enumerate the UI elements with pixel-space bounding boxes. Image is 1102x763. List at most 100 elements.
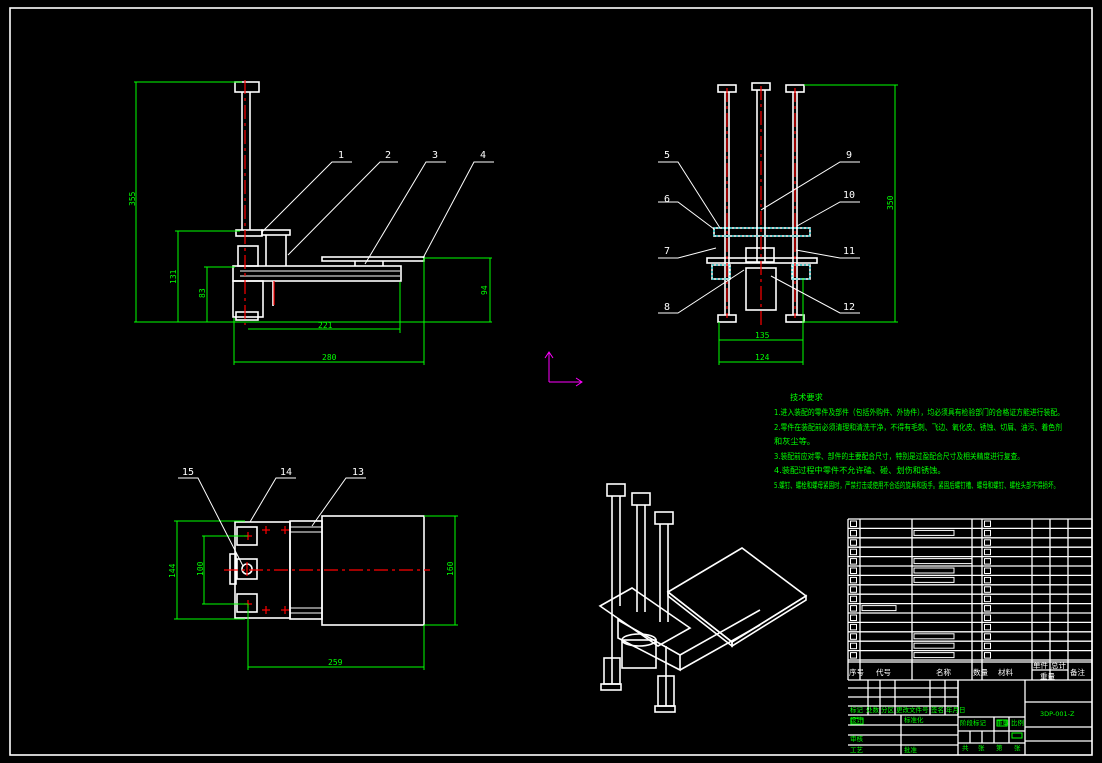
bom-table-grid <box>847 518 1093 755</box>
tech-req-title: 技术要求 <box>790 392 823 402</box>
bom-header-unit: 单件 <box>1033 660 1049 670</box>
isometric-view <box>598 483 808 713</box>
bom-row-checkbox <box>984 595 991 603</box>
bom-row-checkbox <box>984 548 991 556</box>
bom-row-checkbox <box>850 605 857 612</box>
bom-row-checkbox <box>850 529 857 537</box>
dim-overall-length: 280 <box>322 353 337 362</box>
side-dimensions: 350 135 124 <box>718 84 898 365</box>
tech-req-line-4: 3.装配前应对零、部件的主要配合尺寸，特别是过盈配合尺寸及相关精度进行复查。 <box>774 451 1024 461</box>
bom-row-checkbox <box>850 520 857 527</box>
dim-top-length: 259 <box>328 658 343 667</box>
title-block: 序号 代号 名称 数量 材料 单件 总计 重量 备注 标记 处数 分区 更改文件… <box>847 518 1093 755</box>
bom-row-checkbox <box>850 548 857 556</box>
part-label-11: 11 <box>843 246 855 257</box>
bom-row-checkbox <box>984 605 991 612</box>
bom-row-checkbox <box>984 633 991 640</box>
revision-block: 标记 处数 分区 更改文件号 签名 年月日 设计 标准化 审核 工艺 批准 阶段… <box>850 705 1075 754</box>
technical-requirements: 技术要求 1.进入装配的零件及部件（包括外购件、外协件），均必须具有检验部门的合… <box>774 392 1064 490</box>
dim-height-low: 83 <box>198 288 207 298</box>
weight-label: 重量 <box>996 719 1010 727</box>
dim-top-width-inner: 100 <box>196 561 205 576</box>
tech-req-line-2: 2.零件在装配前必须清理和清洗干净，不得有毛刺、飞边、氧化皮、锈蚀、切屑、油污、… <box>774 422 1062 432</box>
rev-zone: 分区 <box>881 705 895 714</box>
bom-row-checkbox <box>850 558 857 565</box>
bom-row-checkbox <box>984 586 991 593</box>
part-label-1: 1 <box>338 150 344 161</box>
bom-row-checkbox <box>984 642 991 650</box>
bom-header-no: 序号 <box>849 667 864 677</box>
bom-row-field <box>861 605 897 612</box>
bom-row-checkbox <box>850 539 857 546</box>
drawing-border <box>9 7 1093 756</box>
part-label-7: 7 <box>664 246 670 257</box>
tech-req-line-6: 5.螺钉、螺栓和螺母紧固时，严禁打击或使用不合适的旋具和扳手。紧固后螺钉槽、螺母… <box>774 480 1059 490</box>
top-view: 144 100 160 259 15 14 13 <box>168 467 458 670</box>
dim-side-width-lower: 124 <box>755 353 770 362</box>
rev-sign: 签名 <box>931 705 944 714</box>
side-view: 350 135 124 5 6 7 8 9 10 11 12 <box>658 82 898 365</box>
bom-row-checkbox <box>984 539 991 546</box>
part-label-5: 5 <box>664 150 670 161</box>
sheet-total-prefix: 共 <box>962 743 969 752</box>
scale-label: 比例 <box>1011 718 1024 727</box>
dim-height-mid: 131 <box>169 269 178 284</box>
rev-count: 处数 <box>866 705 880 714</box>
bom-row-checkbox <box>984 614 991 621</box>
sheet-no-prefix: 第 <box>996 743 1003 752</box>
side-geometry <box>706 82 818 325</box>
bom-row-checkbox <box>984 652 991 659</box>
part-label-14: 14 <box>280 467 292 478</box>
tech-req-line-1: 1.进入装配的零件及部件（包括外购件、外协件），均必须具有检验部门的合格证方能进… <box>774 407 1064 417</box>
part-label-8: 8 <box>664 302 670 313</box>
bom-row-checkbox <box>850 642 857 650</box>
sheet-total-suffix: 张 <box>978 743 985 752</box>
part-label-6: 6 <box>664 194 670 205</box>
bom-header-row: 序号 代号 名称 数量 材料 单件 总计 重量 备注 <box>849 660 1086 681</box>
bom-row-field <box>913 633 955 640</box>
part-label-3: 3 <box>432 150 438 161</box>
bom-header-material: 材料 <box>998 667 1013 677</box>
bom-header-remark: 备注 <box>1070 667 1086 677</box>
rev-doc: 更改文件号 <box>896 705 929 714</box>
bom-row-field <box>913 576 955 583</box>
tech-req-line-5: 4.装配过程中零件不允许磕、碰、划伤和锈蚀。 <box>774 465 946 475</box>
bom-row-field <box>913 652 955 659</box>
side-part-leaders: 5 6 7 8 9 10 11 12 <box>658 150 860 314</box>
bom-row-field <box>913 642 955 649</box>
bom-row-checkbox <box>984 558 991 565</box>
bom-row-checkbox <box>850 567 857 574</box>
drawing-number: 3DP-001-Z <box>1040 710 1075 718</box>
part-label-4: 4 <box>480 150 486 161</box>
review-label: 审核 <box>850 734 864 743</box>
bom-row-field <box>913 529 955 536</box>
bom-row-checkbox <box>984 567 991 574</box>
bom-row-checkbox <box>850 623 857 631</box>
part-label-15: 15 <box>182 467 194 478</box>
dim-total-height: 355 <box>128 191 137 206</box>
bom-row-field <box>913 567 955 574</box>
part-label-12: 12 <box>843 302 855 313</box>
stage-label: 阶段标记 <box>960 718 987 727</box>
approve-label: 批准 <box>904 745 918 754</box>
front-view: 355 131 83 221 280 94 1 2 3 4 <box>128 80 494 365</box>
front-geometry <box>232 80 425 325</box>
rev-mark: 标记 <box>850 705 864 714</box>
front-dimensions: 355 131 83 221 280 94 <box>128 81 492 365</box>
dim-platform-height: 94 <box>480 285 489 295</box>
bom-row-checkbox <box>850 595 857 603</box>
ucs-axis-icon <box>544 351 583 387</box>
bom-header-total: 总计 <box>1051 660 1067 670</box>
dim-rail-length: 221 <box>318 321 333 330</box>
bom-row-checkbox <box>850 633 857 640</box>
part-label-9: 9 <box>846 150 852 161</box>
bom-row-checkbox <box>984 529 991 537</box>
bom-row-checkbox <box>984 520 991 527</box>
bom-header-name: 名称 <box>936 667 951 677</box>
blank-box <box>850 717 864 725</box>
dim-platform-width: 160 <box>446 561 455 576</box>
dim-top-width-outer: 144 <box>168 563 177 578</box>
bom-row-checkbox <box>984 623 991 631</box>
dim-side-width-upper: 135 <box>755 331 770 340</box>
